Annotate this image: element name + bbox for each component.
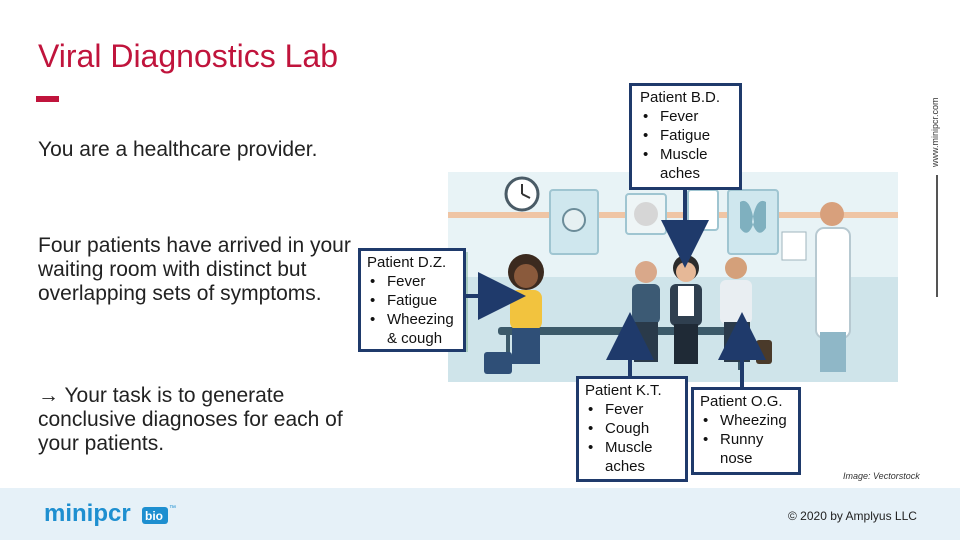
clock-icon — [504, 176, 540, 212]
svg-text:minipcr: minipcr — [44, 500, 131, 527]
callout-patient-dz: Patient D.Z. Fever Fatigue Wheezing & co… — [358, 248, 466, 352]
title-accent-bar — [36, 96, 59, 102]
symptom: Runny nose — [700, 430, 792, 468]
patient-name: Patient O.G. — [700, 393, 783, 410]
patient-name: Patient K.T. — [585, 382, 662, 399]
svg-text:™: ™ — [169, 505, 176, 512]
patient-kt-figure — [632, 261, 660, 362]
svg-text:www.minipcr.com: www.minipcr.com — [930, 97, 940, 167]
symptom: Fatigue — [640, 126, 733, 145]
symptom: Fatigue — [367, 291, 457, 310]
patient-name: Patient D.Z. — [367, 254, 447, 271]
image-credit: Image: Vectorstock — [843, 471, 920, 481]
patient-dz-figure — [484, 254, 544, 374]
symptom: Muscle aches — [640, 145, 733, 183]
symptom: Fever — [367, 272, 457, 291]
scenario-text: Four patients have arrived in your waiti… — [38, 234, 351, 305]
task-text: → Your task is to generate conclusive di… — [38, 384, 343, 455]
symptom: Fever — [640, 107, 733, 126]
symptom: Wheezing — [700, 411, 792, 430]
patient-name: Patient B.D. — [640, 89, 721, 106]
waiting-room-illustration — [448, 172, 898, 382]
symptom: Fever — [585, 400, 679, 419]
side-url-text: www.minipcr.com — [930, 97, 940, 167]
callout-patient-kt: Patient K.T. Fever Cough Muscle aches — [576, 376, 688, 482]
symptom: Wheezing & cough — [367, 310, 457, 348]
page-title: Viral Diagnostics Lab — [38, 38, 339, 74]
intro-text: You are a healthcare provider. — [38, 138, 318, 161]
symptom: Muscle aches — [585, 438, 679, 476]
callout-patient-og: Patient O.G. Wheezing Runny nose — [691, 387, 801, 475]
side-divider — [936, 175, 938, 297]
symptom: Cough — [585, 419, 679, 438]
patient-bd-figure — [670, 255, 702, 364]
doctor-figure — [781, 202, 851, 372]
minipcr-logo: minipcr bio ™ — [44, 500, 176, 527]
copyright-text: © 2020 by Amplyus LLC — [788, 509, 917, 523]
callout-patient-bd: Patient B.D. Fever Fatigue Muscle aches — [629, 83, 742, 190]
svg-text:bio: bio — [145, 509, 163, 523]
